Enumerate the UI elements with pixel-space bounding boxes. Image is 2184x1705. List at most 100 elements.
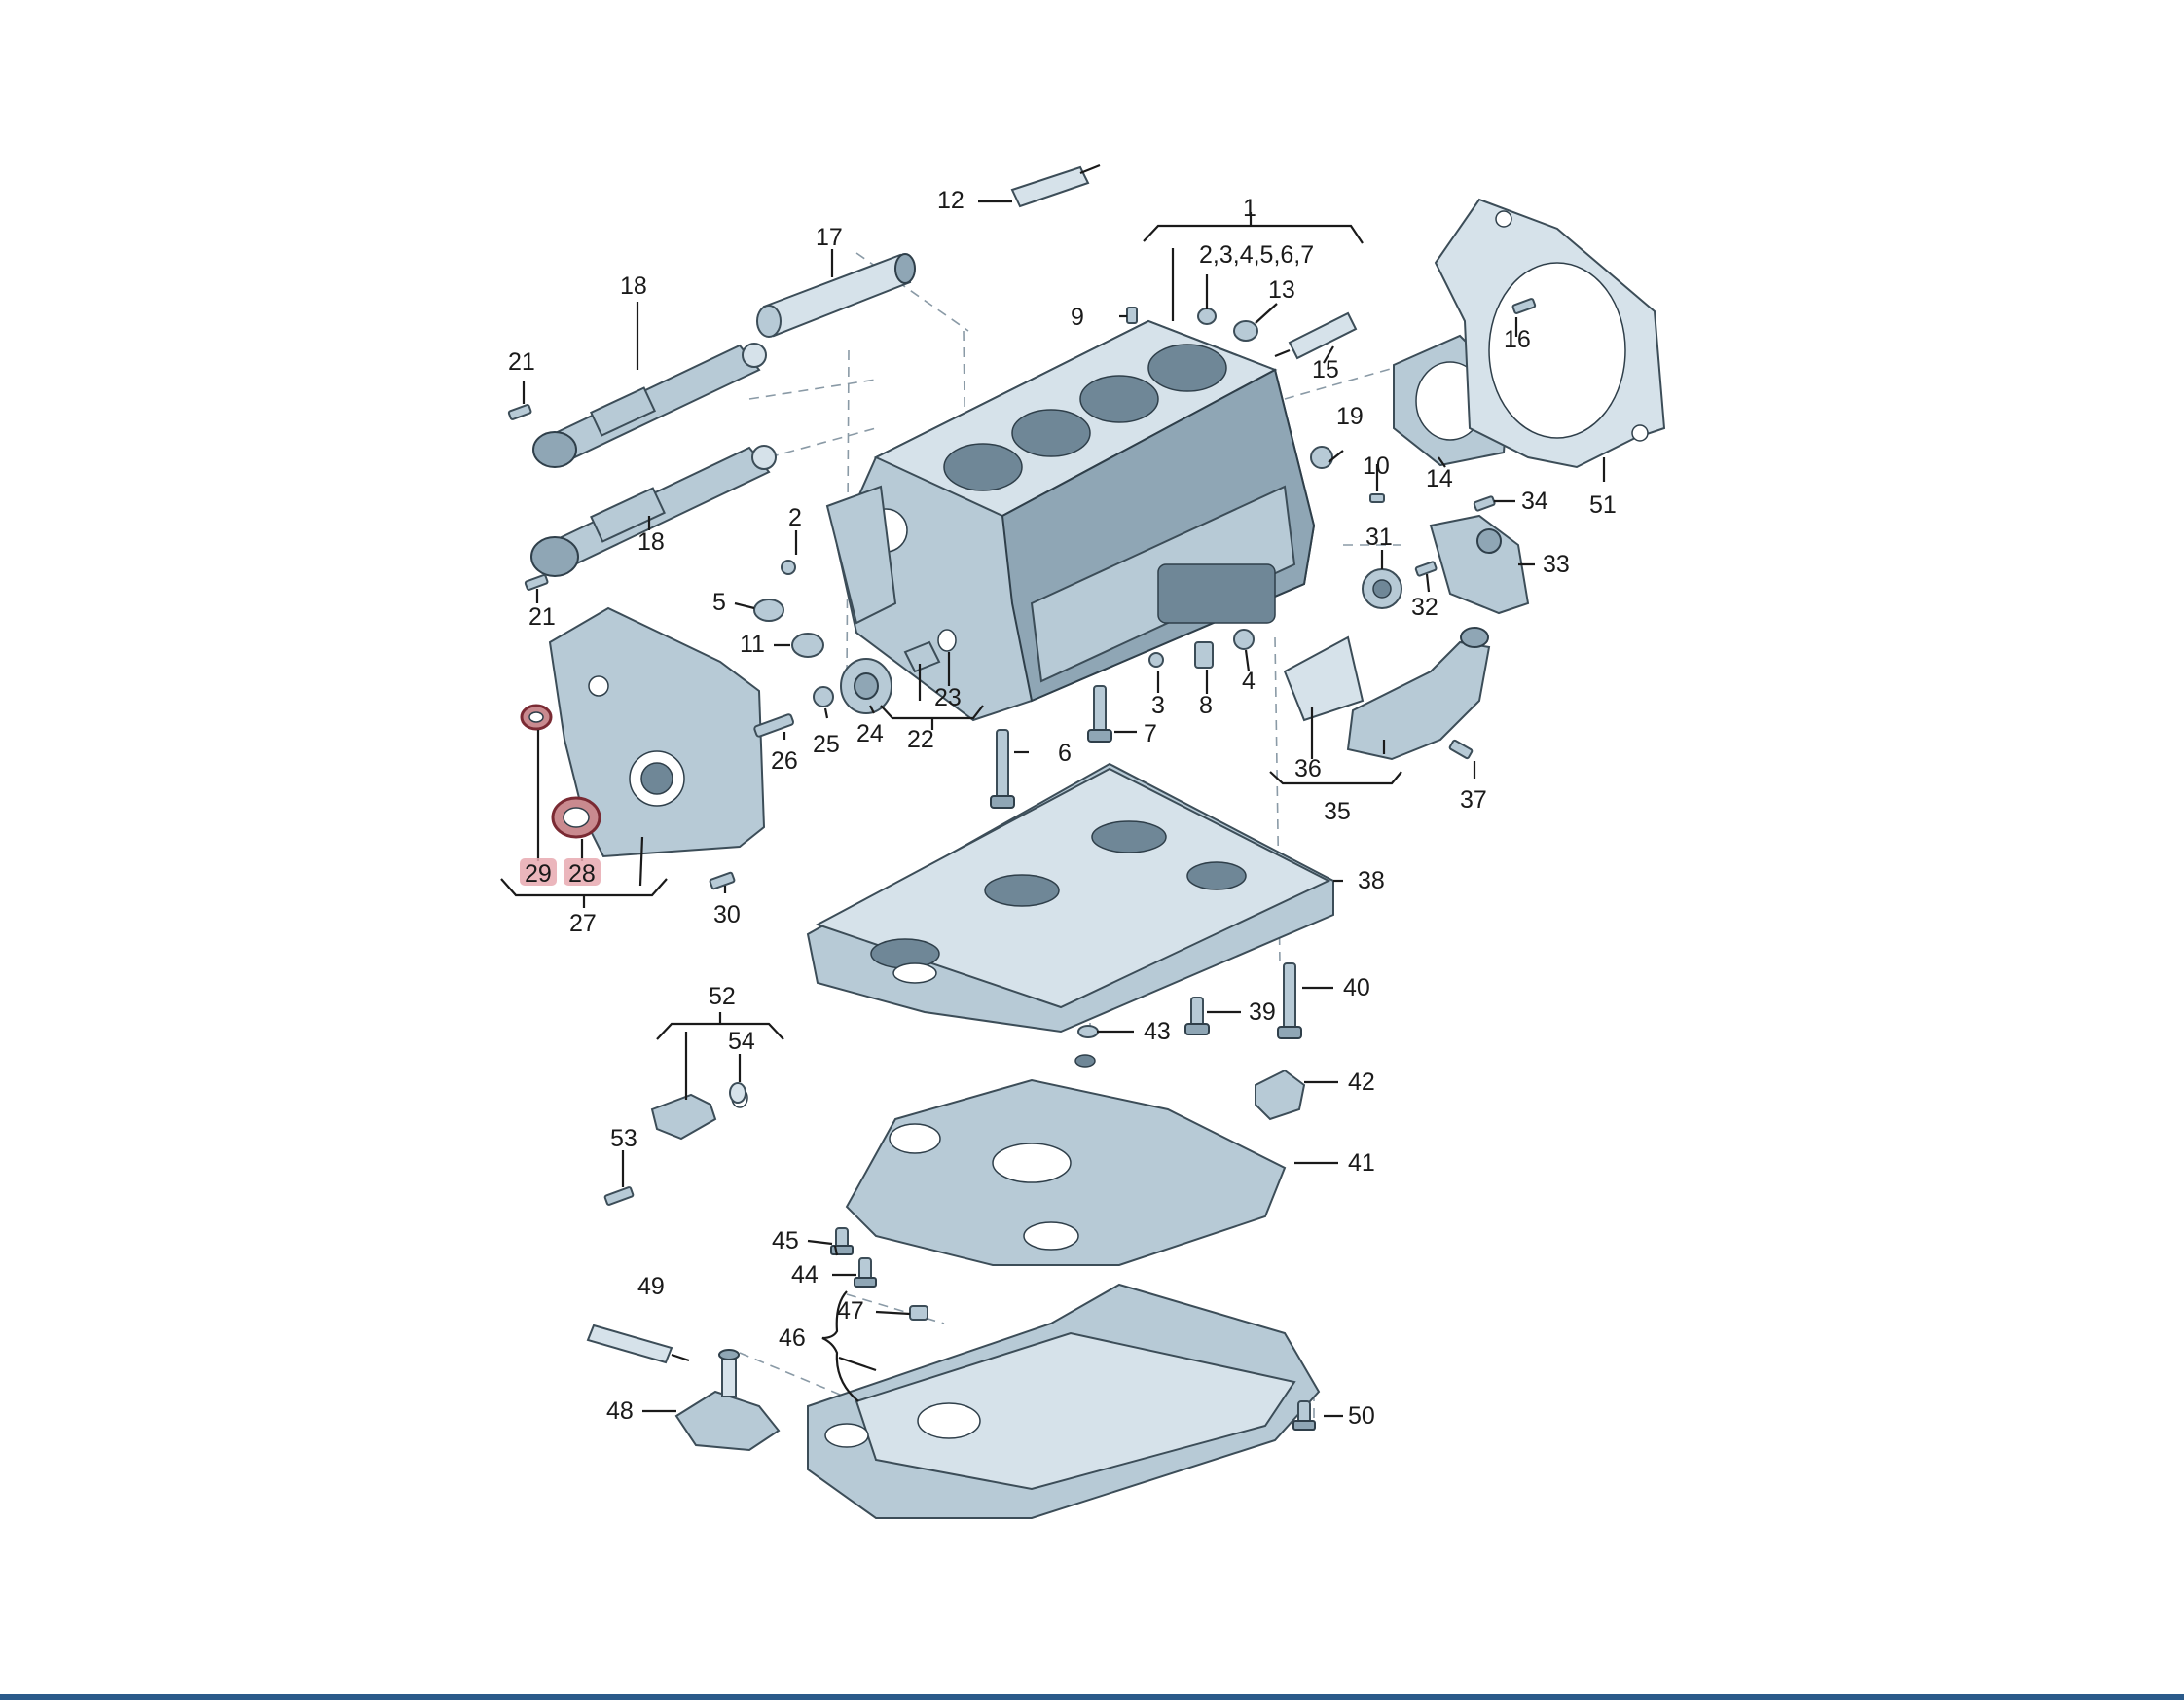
- bolt-37: [1448, 739, 1474, 760]
- pin-10: [1369, 493, 1385, 503]
- callout-23: 23: [934, 684, 962, 711]
- callout-35: 35: [1324, 798, 1351, 825]
- plug-11: [791, 633, 824, 658]
- bolt-32: [1414, 561, 1438, 577]
- callout-22: 22: [907, 726, 934, 753]
- oil-filter-housing: [1429, 514, 1530, 615]
- drive-gear: [840, 658, 892, 714]
- callout-17: 17: [816, 224, 843, 251]
- oil-return-housing: [1283, 627, 1491, 761]
- sealant-tube-top: [1010, 163, 1101, 208]
- callout-42: 42: [1348, 1069, 1375, 1096]
- callout-8: 8: [1199, 692, 1213, 719]
- o-ring-54: [729, 1082, 746, 1104]
- plug-2: [781, 560, 796, 575]
- bolt-26: [753, 713, 795, 738]
- plug-5: [753, 599, 784, 622]
- bearing-sleeve: [756, 253, 916, 338]
- washer-43: [1077, 1025, 1099, 1038]
- callout-30: 30: [713, 901, 741, 928]
- bolt-40: [1277, 962, 1302, 1039]
- bearing-ladder-frame: [806, 762, 1334, 1034]
- callout-52: 52: [709, 983, 736, 1010]
- callout-36: 36: [1294, 755, 1322, 782]
- leader-lines: [500, 200, 1606, 1418]
- bolt-50: [1292, 1400, 1316, 1431]
- plug-13: [1233, 320, 1258, 342]
- callout-18-lower: 18: [637, 528, 665, 556]
- balance-shaft-upper: [532, 343, 767, 468]
- baffle-plate: [845, 1054, 1287, 1266]
- sealant-tube-right: [1274, 311, 1358, 360]
- callout-10: 10: [1363, 453, 1390, 480]
- highlight-28: [564, 858, 601, 886]
- callout-37: 37: [1460, 786, 1487, 814]
- plug-4: [1233, 629, 1255, 650]
- callout-51: 51: [1589, 491, 1617, 519]
- seal-ring-large: [551, 796, 601, 839]
- callout-25: 25: [813, 731, 840, 758]
- callout-2-7: 2,3,4,5,6,7: [1199, 241, 1314, 269]
- callout-44: 44: [791, 1261, 819, 1288]
- callout-39: 39: [1249, 998, 1276, 1026]
- callout-3: 3: [1151, 692, 1165, 719]
- plug-47: [909, 1305, 928, 1321]
- callout-13: 13: [1268, 276, 1295, 304]
- bolt-53: [603, 1186, 635, 1206]
- callout-4: 4: [1242, 668, 1256, 695]
- callout-27: 27: [569, 910, 597, 937]
- callout-31: 31: [1365, 524, 1393, 551]
- callout-6: 6: [1058, 740, 1072, 767]
- washer-25: [813, 686, 834, 707]
- plug-3: [1148, 652, 1164, 668]
- bolt-21-lower: [524, 574, 549, 591]
- callout-7: 7: [1144, 720, 1157, 747]
- callout-15: 15: [1312, 356, 1339, 383]
- callout-32: 32: [1411, 594, 1438, 621]
- oil-pressure-switch: [1362, 568, 1402, 609]
- callout-49: 49: [637, 1273, 665, 1300]
- bolt-7: [1087, 685, 1112, 743]
- plug-19: [1310, 446, 1333, 469]
- timing-case-cover: [548, 606, 766, 858]
- intermediate-plate: [1434, 198, 1666, 469]
- callout-9: 9: [1071, 304, 1084, 331]
- sleeve-2-7: [1197, 308, 1217, 325]
- callout-33: 33: [1543, 551, 1570, 578]
- callout-2: 2: [788, 504, 802, 531]
- callout-24: 24: [856, 720, 884, 747]
- callout-43: 43: [1144, 1018, 1171, 1045]
- callout-16: 16: [1504, 326, 1531, 353]
- balance-shaft-lower: [530, 445, 777, 577]
- callout-50: 50: [1348, 1402, 1375, 1430]
- callout-19: 19: [1336, 403, 1364, 430]
- callout-5: 5: [712, 589, 726, 616]
- callout-14: 14: [1426, 465, 1453, 492]
- engine-block: [825, 319, 1316, 722]
- intermediate-shaft-pin: [903, 629, 957, 673]
- callout-29: 29: [525, 860, 552, 888]
- bolt-30: [709, 871, 736, 890]
- oil-level-sensor: [674, 1349, 781, 1452]
- callout-38: 38: [1358, 867, 1385, 894]
- oil-drain-screw: [1255, 1069, 1306, 1121]
- callout-45: 45: [772, 1227, 799, 1254]
- sealant-tube-bottom: [586, 1324, 690, 1364]
- fitting-8: [1194, 641, 1214, 669]
- bottom-border-bar: [0, 1694, 2184, 1700]
- callout-40: 40: [1343, 974, 1370, 1001]
- bolt-21-upper: [507, 404, 532, 420]
- callout-53: 53: [610, 1125, 637, 1152]
- callout-21-upper: 21: [508, 348, 535, 376]
- seal-ring-small: [520, 704, 553, 731]
- callout-labels: 1 2,3,4,5,6,7 12 17 18 18 21 21 9 13 15 …: [508, 187, 1617, 1430]
- callout-28: 28: [568, 860, 596, 888]
- callout-48: 48: [606, 1397, 634, 1425]
- callout-46: 46: [779, 1324, 806, 1352]
- bolts: [507, 298, 1537, 1431]
- callout-12: 12: [937, 187, 965, 214]
- callout-1: 1: [1243, 195, 1256, 222]
- callout-54: 54: [728, 1028, 755, 1055]
- pin-9: [1126, 307, 1138, 324]
